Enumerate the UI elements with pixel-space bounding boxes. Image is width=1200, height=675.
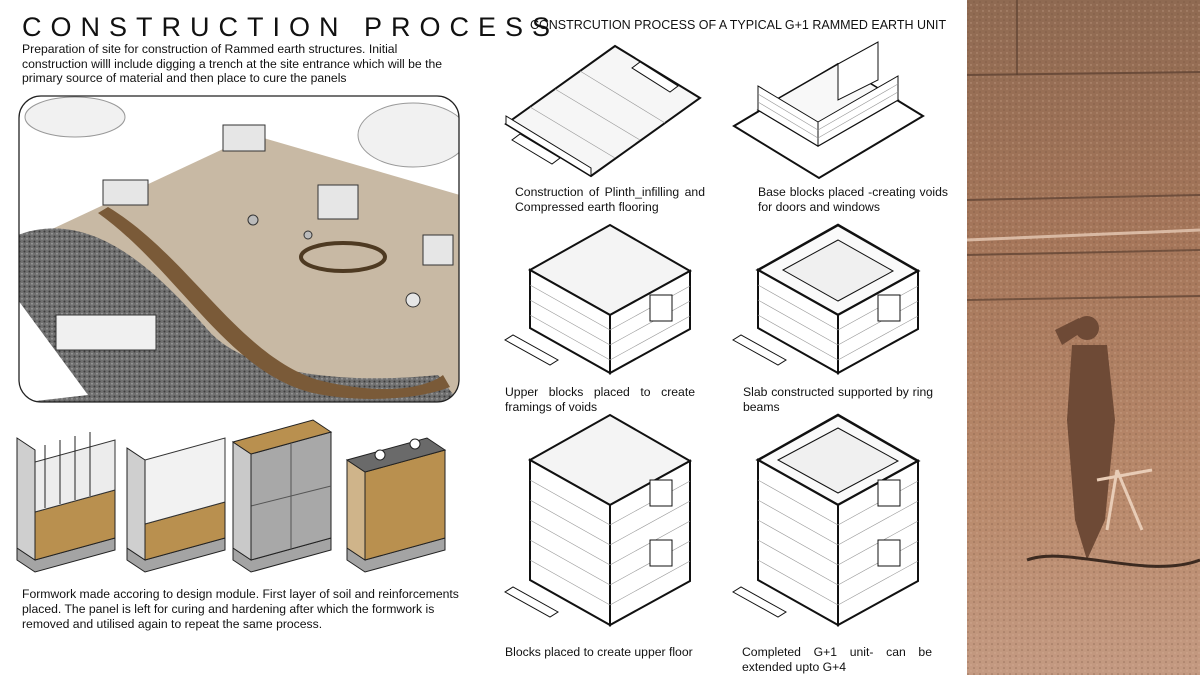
stage-completed: Completed G+1 unit- can be extended upto… bbox=[728, 410, 948, 674]
formwork-panel-sequence bbox=[16, 419, 447, 573]
worker-silhouette bbox=[1055, 316, 1115, 560]
generator bbox=[222, 124, 266, 152]
page-title: CONSTRUCTION PROCESS bbox=[22, 12, 560, 42]
window-opening bbox=[877, 479, 901, 507]
panel-formwork-closed bbox=[231, 419, 333, 573]
upper-blocks-axonometric bbox=[504, 223, 693, 375]
base-blocks-axonometric bbox=[732, 41, 925, 180]
upper-floor-axonometric bbox=[504, 413, 693, 627]
stage-caption: Blocks placed to create upper floor bbox=[505, 645, 693, 659]
stage-upper-floor: Blocks placed to create upper floor bbox=[500, 410, 720, 659]
stage-plinth: Construction of Plinth_infilling and Com… bbox=[500, 40, 720, 220]
rammed-earth-photo bbox=[967, 0, 1200, 675]
window-opening bbox=[649, 479, 673, 507]
soil-mixer bbox=[317, 184, 359, 220]
tripod-stand bbox=[1096, 468, 1153, 531]
panel-cured bbox=[345, 437, 447, 573]
stage-base-blocks: Base blocks placed -creating voids for d… bbox=[728, 40, 948, 220]
stage-caption: Slab constructed supported by ring beams bbox=[743, 385, 933, 414]
gravel-road bbox=[19, 228, 459, 402]
plinth-axonometric bbox=[504, 44, 702, 178]
window-opening bbox=[877, 294, 901, 322]
panel-soil-filled bbox=[126, 437, 226, 573]
truck bbox=[102, 179, 149, 206]
sprinkler-icon bbox=[409, 438, 421, 450]
hose bbox=[1026, 554, 1200, 568]
trench bbox=[98, 207, 450, 399]
sequence-title: CONSTRCUTION PROCESS OF A TYPICAL G+1 RA… bbox=[530, 18, 947, 32]
illustration-frame bbox=[18, 95, 460, 403]
stage-slab: Slab constructed supported by ring beams bbox=[728, 215, 948, 414]
stage-caption: Completed G+1 unit- can be extended upto… bbox=[742, 645, 932, 674]
rammer bbox=[405, 292, 421, 308]
site-illustration bbox=[18, 95, 460, 403]
worker bbox=[303, 230, 313, 240]
formwork-description: Formwork made accoring to design module.… bbox=[22, 587, 459, 631]
worker bbox=[247, 214, 259, 226]
panel-soil-reinforcement bbox=[16, 432, 116, 573]
sprinkler-icon bbox=[374, 449, 386, 461]
slab-axonometric bbox=[732, 223, 921, 375]
window-opening bbox=[649, 539, 673, 567]
curing-track bbox=[299, 241, 387, 273]
stage-caption: Upper blocks placed to create framings o… bbox=[505, 385, 695, 414]
intro-text: Preparation of site for construction of … bbox=[22, 42, 443, 85]
window-opening bbox=[649, 294, 673, 322]
stage-caption: Construction of Plinth_infilling and Com… bbox=[515, 185, 705, 214]
site-office-trailer bbox=[55, 314, 157, 351]
machine-right bbox=[422, 234, 454, 266]
stage-upper-blocks: Upper blocks placed to create framings o… bbox=[500, 215, 720, 414]
tree-cluster-right bbox=[357, 102, 459, 168]
completed-axonometric bbox=[732, 413, 921, 627]
tree-cluster-left bbox=[24, 96, 126, 138]
window-opening bbox=[877, 539, 901, 567]
stage-caption: Base blocks placed -creating voids for d… bbox=[758, 185, 948, 214]
